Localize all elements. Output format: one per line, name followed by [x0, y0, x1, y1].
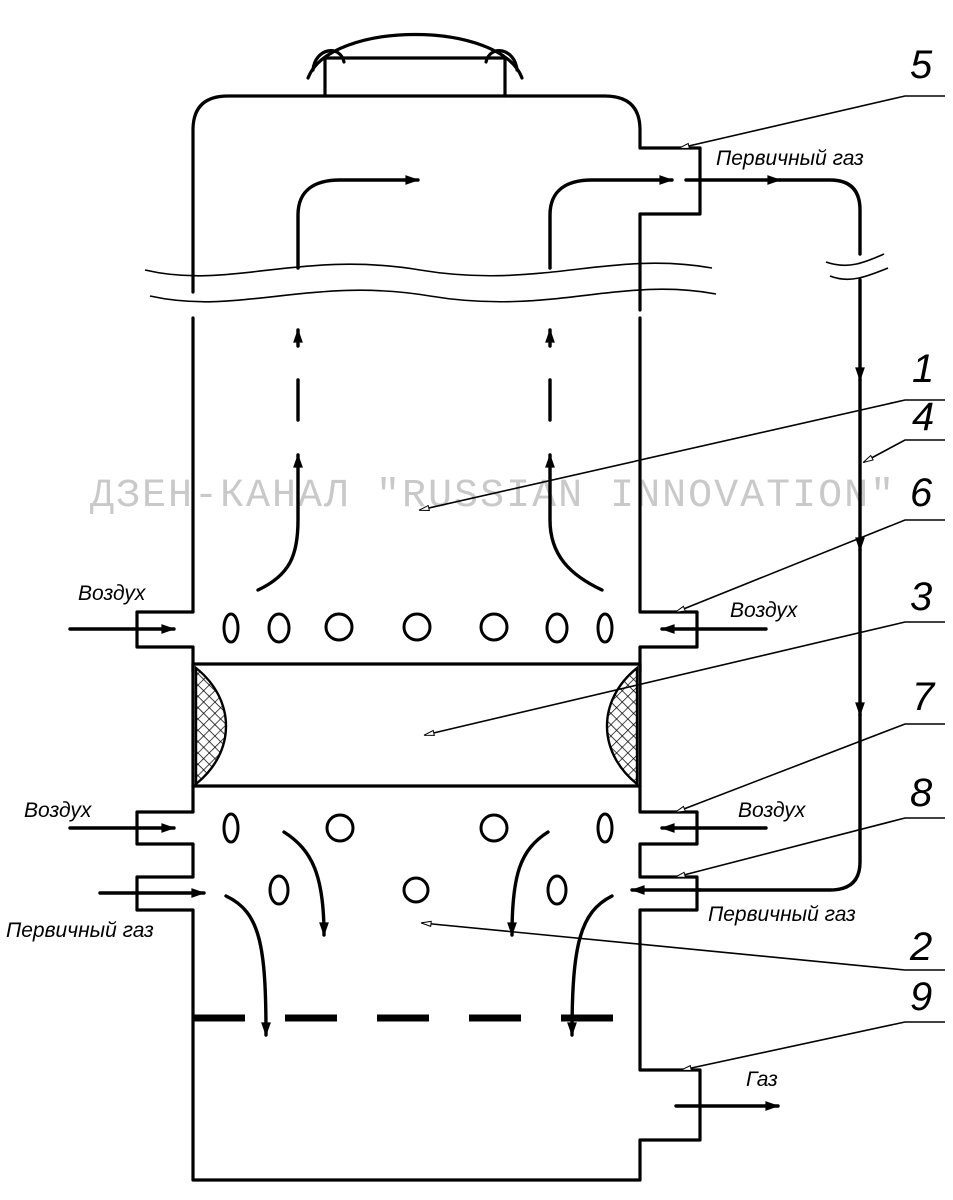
label-gas-outlet: Газ — [746, 1068, 778, 1091]
inlet-arrows — [68, 624, 780, 1111]
label-primary-gas-top: Первичный газ — [716, 147, 864, 170]
callout-5: 5 — [910, 43, 933, 87]
callout-1: 1 — [912, 347, 934, 391]
callout-7: 7 — [912, 675, 936, 719]
label-primary-gas-bottom-right: Первичный газ — [708, 903, 856, 926]
label-air-top-right: Воздух — [730, 599, 799, 622]
filter-section — [191, 662, 642, 788]
primary-gas-loop — [630, 175, 865, 895]
callout-6: 6 — [910, 471, 933, 515]
break-lines — [144, 253, 889, 303]
callout-8: 8 — [910, 771, 933, 815]
vessel-upper-shell — [135, 94, 702, 674]
callout-2: 2 — [909, 925, 932, 969]
upper-air-holes — [222, 612, 614, 644]
leader-lines — [418, 95, 945, 1072]
lower-air-holes — [222, 812, 614, 906]
watermark-text: ДЗЕН-КАНАЛ "RUSSIAN INNOVATION" — [90, 474, 896, 519]
lid-handle — [306, 32, 524, 98]
label-air-mid-right: Воздух — [738, 799, 807, 822]
callout-3: 3 — [910, 575, 932, 619]
upper-flow-arrows — [256, 175, 674, 592]
callout-9: 9 — [910, 975, 932, 1019]
label-air-top-left: Воздух — [78, 582, 147, 605]
label-air-mid-left: Воздух — [24, 799, 93, 822]
lower-flow-arrows — [224, 830, 614, 1037]
vessel-lower-shell — [135, 784, 702, 1182]
callout-4: 4 — [912, 395, 934, 439]
label-primary-gas-bottom-left: Первичный газ — [6, 919, 154, 942]
